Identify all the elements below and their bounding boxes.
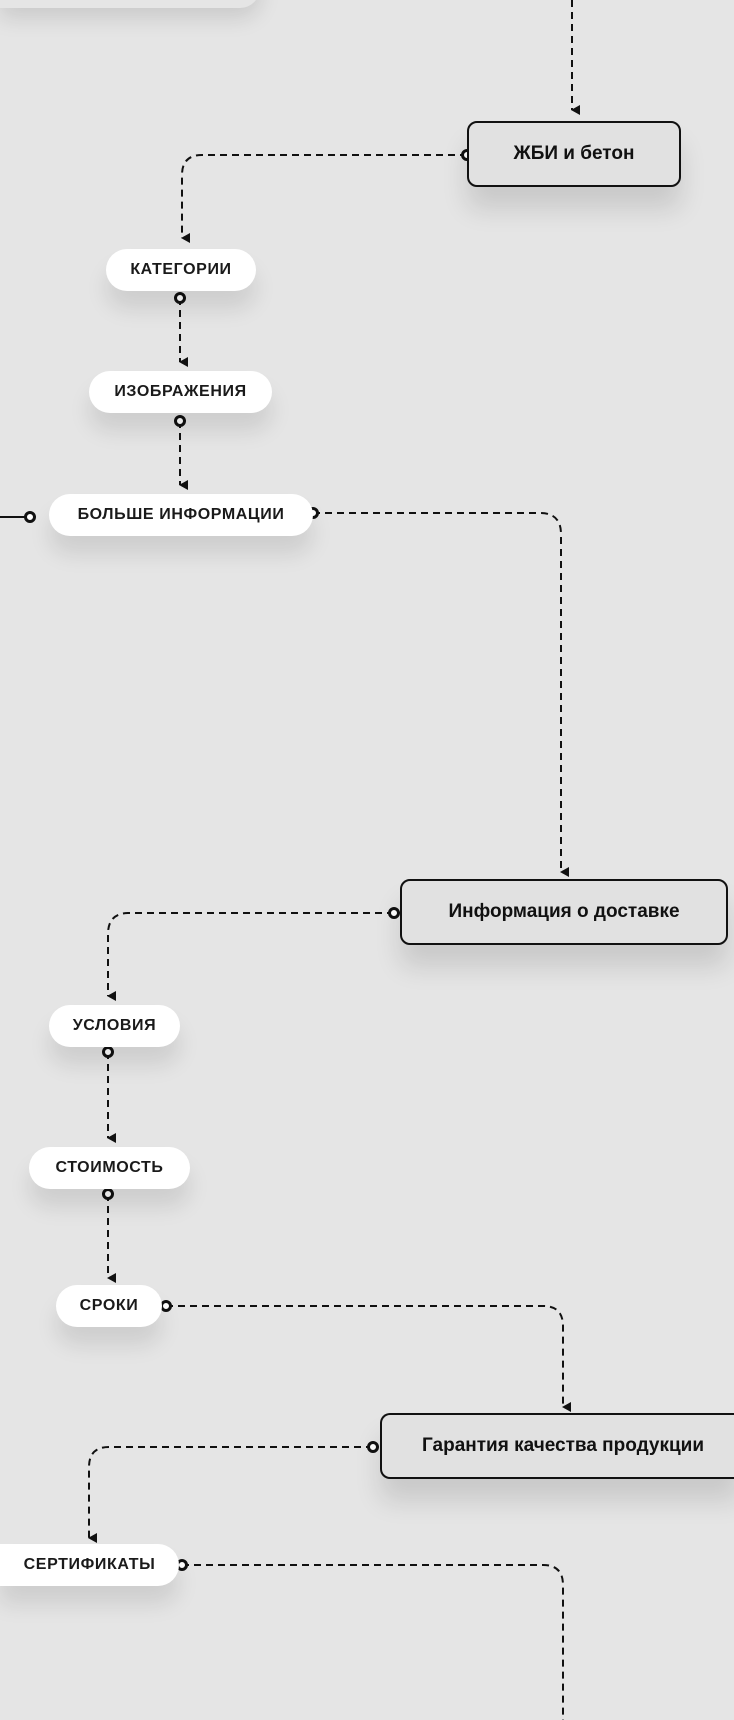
pill-conditions[interactable]: УСЛОВИЯ (49, 1005, 180, 1047)
port-categories-out (174, 292, 186, 304)
pill-certificates[interactable]: СЕРТИФИКАТЫ (0, 1544, 179, 1586)
pill-images[interactable]: ИЗОБРАЖЕНИЯ (89, 371, 272, 413)
port-quality-out (367, 1441, 379, 1453)
connector-quality-to-certificates (88, 1446, 373, 1543)
node-delivery-label: Информация о доставке (448, 901, 680, 922)
pill-more-info[interactable]: БОЛЬШЕ ИНФОРМАЦИИ (49, 494, 313, 536)
pill-terms-label: СРОКИ (79, 1297, 139, 1314)
connector-terms-to-quality (166, 1305, 571, 1412)
port-more-info-in (24, 511, 36, 523)
pill-certificates-label: СЕРТИФИКАТЫ (23, 1556, 156, 1573)
connector-delivery-to-conditions (107, 912, 394, 1001)
pill-cost-label: СТОИМОСТЬ (55, 1159, 164, 1176)
connector-zhbi-to-categories (181, 154, 467, 243)
pill-cost[interactable]: СТОИМОСТЬ (29, 1147, 190, 1189)
node-delivery-info[interactable]: Информация о доставке (400, 879, 728, 945)
port-delivery-out (388, 907, 400, 919)
node-quality-guarantee[interactable]: Гарантия качества продукции (380, 1413, 734, 1479)
pill-conditions-label: УСЛОВИЯ (72, 1017, 157, 1034)
node-zhbi-and-concrete[interactable]: ЖБИ и бетон (467, 121, 681, 187)
pill-images-label: ИЗОБРАЖЕНИЯ (114, 383, 247, 400)
port-images-out (174, 415, 186, 427)
connector-certificates-to-next (182, 1564, 564, 1720)
pill-more-info-label: БОЛЬШЕ ИНФОРМАЦИИ (77, 506, 285, 523)
port-conditions-out (102, 1046, 114, 1058)
node-zhbi-label: ЖБИ и бетон (513, 143, 635, 164)
offscreen-node-shadow (0, 0, 260, 8)
pill-terms[interactable]: СРОКИ (56, 1285, 162, 1327)
port-cost-out (102, 1188, 114, 1200)
port-terms-out (160, 1300, 172, 1312)
pill-categories[interactable]: КАТЕГОРИИ (106, 249, 256, 291)
node-quality-label: Гарантия качества продукции (422, 1435, 705, 1456)
pill-categories-label: КАТЕГОРИИ (130, 261, 232, 278)
connector-more-info-to-delivery (313, 512, 569, 877)
